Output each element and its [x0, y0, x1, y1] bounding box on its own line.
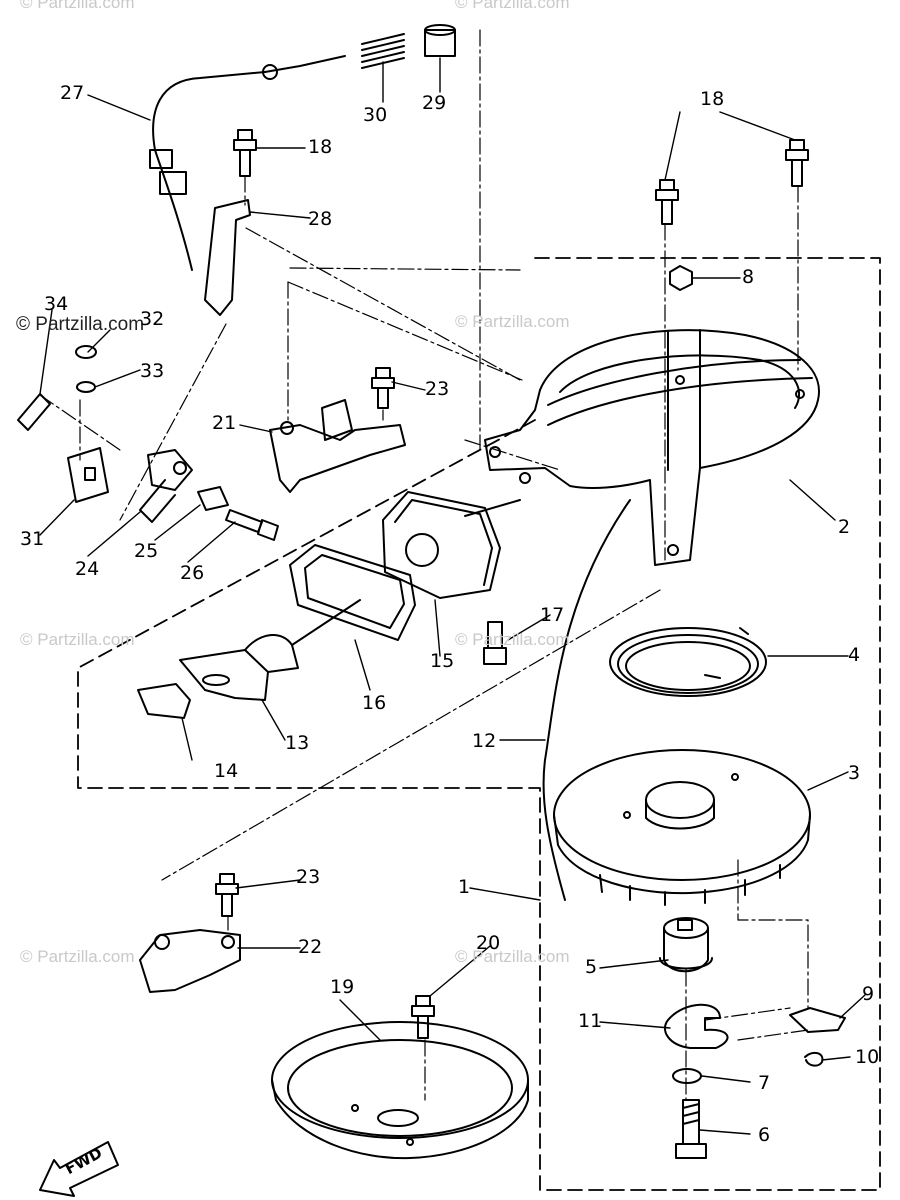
bolt-part-18 — [233, 129, 809, 225]
nut-part — [669, 265, 693, 291]
callout-13: 13 — [285, 732, 310, 754]
assembly-centerlines — [39, 29, 809, 1101]
callout-23: 23 — [296, 866, 321, 888]
callout-31: 31 — [20, 528, 45, 550]
watermark: © Partzilla.com — [20, 0, 135, 12]
link-part-34 — [17, 393, 51, 431]
starter-handle-part — [179, 599, 361, 701]
callout-27: 27 — [60, 82, 85, 104]
pulley-part — [553, 749, 811, 906]
assembly-boundary-dashed — [77, 257, 881, 1191]
callout-6: 6 — [758, 1124, 771, 1146]
callout-23: 23 — [425, 378, 450, 400]
screw-part-26 — [225, 509, 279, 541]
watermark: © Partzilla.com — [16, 314, 145, 335]
forward-arrow-icon — [39, 1141, 119, 1197]
callout-7: 7 — [758, 1072, 771, 1094]
screw-part-17 — [483, 621, 507, 665]
callout-1: 1 — [458, 876, 471, 898]
bolt-part-20 — [411, 995, 435, 1039]
callout-33: 33 — [140, 360, 165, 382]
lever-part-24 — [139, 449, 193, 523]
washer-part-33 — [76, 381, 96, 393]
bracket-part-21 — [269, 399, 406, 493]
callout-12: 12 — [472, 730, 497, 752]
callout-19: 19 — [330, 976, 355, 998]
callout-11: 11 — [578, 1010, 603, 1032]
callout-3: 3 — [848, 762, 861, 784]
base-plate-part — [271, 1021, 529, 1160]
callout-18: 18 — [308, 136, 333, 158]
drive-hub-part — [659, 917, 713, 973]
bolt-part-6 — [675, 1099, 707, 1159]
callout-20: 20 — [476, 932, 501, 954]
plunger-part — [424, 24, 456, 57]
callout-21: 21 — [212, 412, 237, 434]
drive-plate-part — [663, 1003, 729, 1049]
spiral-spring-part — [609, 627, 767, 697]
handle-cap-part — [137, 683, 191, 719]
callout-leaders — [39, 57, 866, 1135]
watermark: © Partzilla.com — [455, 630, 570, 649]
cable-bracket-part — [204, 199, 251, 316]
rope-guide-part — [382, 491, 521, 599]
clip-part — [804, 1051, 824, 1067]
callout-28: 28 — [308, 208, 333, 230]
watermark: © Partzilla.com — [455, 312, 570, 331]
watermark: © Partzilla.com — [455, 0, 570, 12]
pawl-part — [789, 1007, 846, 1033]
watermark: © Partzilla.com — [20, 630, 135, 649]
callout-14: 14 — [214, 760, 239, 782]
callout-29: 29 — [422, 92, 447, 114]
callout-32: 32 — [140, 308, 165, 330]
callout-10: 10 — [855, 1046, 880, 1068]
sleeve-part — [197, 486, 229, 511]
spring-part — [361, 33, 405, 69]
callout-26: 26 — [180, 562, 205, 584]
collar-part-31 — [67, 447, 109, 503]
callout-4: 4 — [848, 644, 861, 666]
callout-9: 9 — [862, 983, 875, 1005]
watermark: © Partzilla.com — [455, 947, 570, 966]
callout-16: 16 — [362, 692, 387, 714]
washer-part — [672, 1068, 702, 1084]
callout-25: 25 — [134, 540, 159, 562]
callout-18: 18 — [700, 88, 725, 110]
callout-22: 22 — [298, 936, 323, 958]
callout-34: 34 — [44, 293, 69, 315]
guide-plate-part — [289, 544, 416, 641]
callout-8: 8 — [742, 266, 755, 288]
watermark: © Partzilla.com — [20, 947, 135, 966]
callout-30: 30 — [363, 104, 388, 126]
starter-case-part — [484, 329, 820, 566]
bracket-part-22 — [139, 929, 241, 993]
bolt-part-23 — [215, 367, 395, 917]
callout-24: 24 — [75, 558, 100, 580]
callout-17: 17 — [540, 604, 565, 626]
callout-15: 15 — [430, 650, 455, 672]
screw-part-32 — [75, 345, 97, 359]
callout-2: 2 — [838, 516, 851, 538]
starter-rope-part — [542, 499, 631, 901]
callout-5: 5 — [585, 956, 598, 978]
lock-cable-part — [149, 55, 346, 271]
